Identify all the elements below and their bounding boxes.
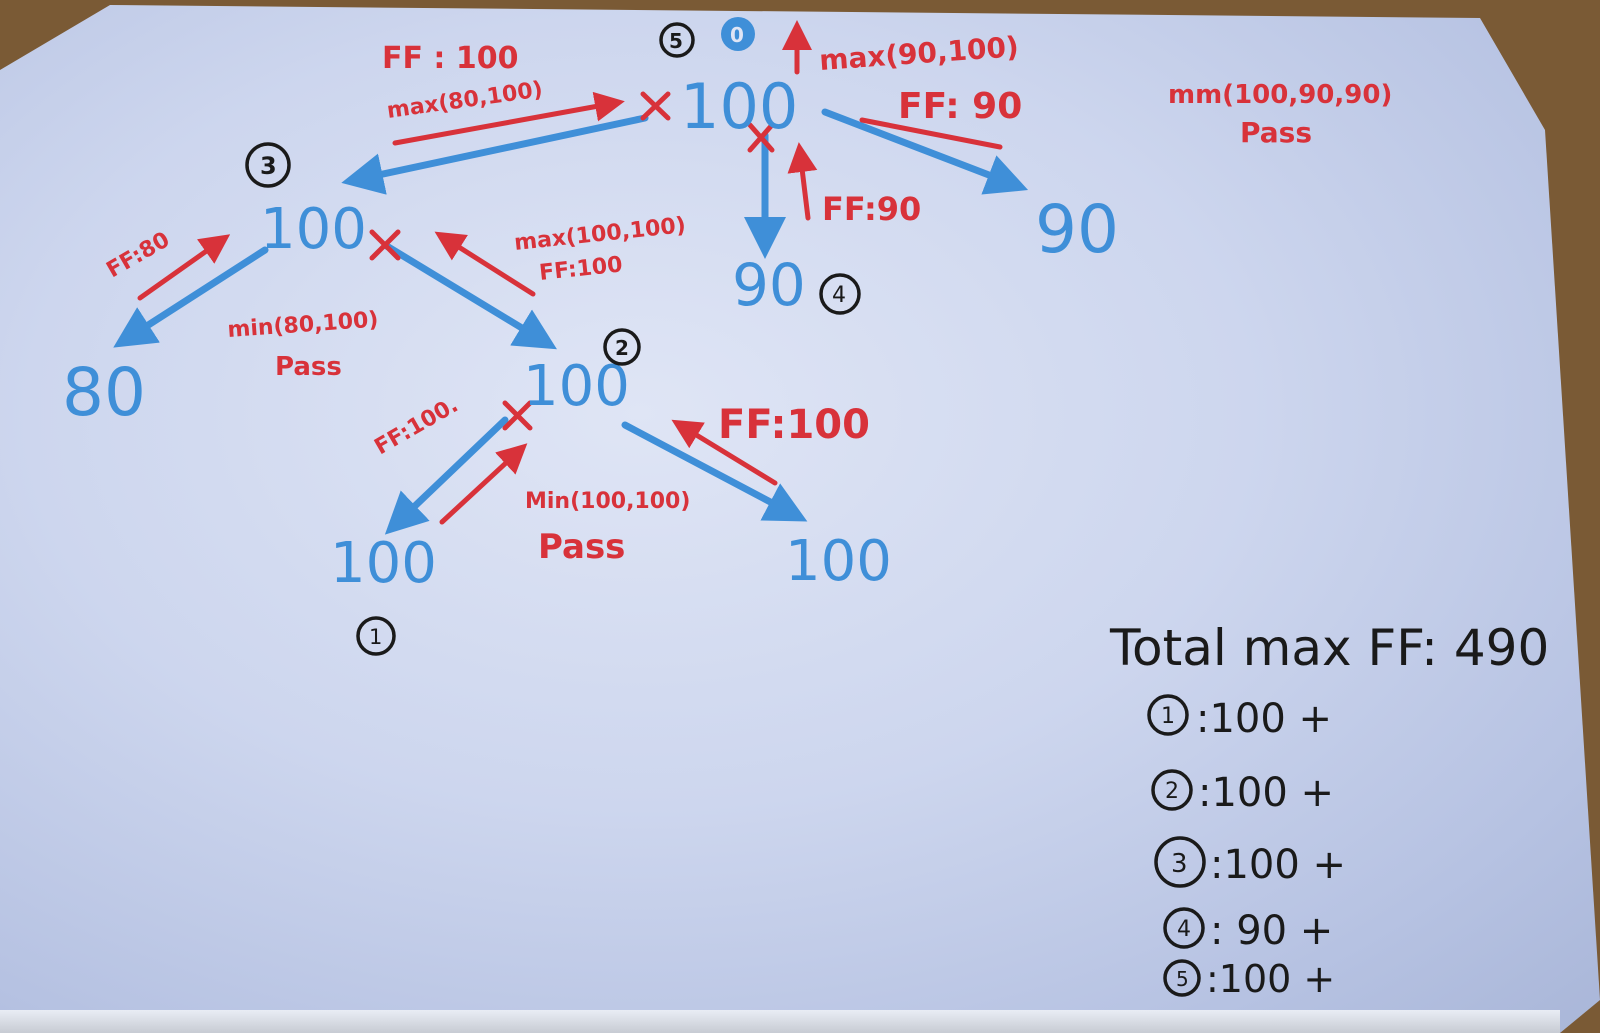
annotation-ff-top-right: FF: 90 xyxy=(898,86,1022,127)
node-root-value: 100 xyxy=(680,70,798,143)
svg-text:4: 4 xyxy=(832,283,846,308)
svg-text:5: 5 xyxy=(669,29,683,53)
annotation-pass-left: Pass xyxy=(275,352,342,382)
step-marker-3: 3 xyxy=(245,142,291,188)
summary-line-2: 2 :100 + xyxy=(1151,769,1334,816)
svg-text:5: 5 xyxy=(1176,967,1189,991)
annotation-ff-n2-right: FF:100 xyxy=(718,402,870,448)
step-marker-0: 0 xyxy=(721,17,755,51)
edge-n2-to-leaf1 xyxy=(384,416,509,535)
red-arrow-to-n3-right xyxy=(434,231,536,297)
red-line-right xyxy=(859,117,1003,150)
node-leaf1-value: 100 xyxy=(330,531,437,596)
node-n2-value: 100 xyxy=(523,354,630,419)
summary-line-1: 1 :100 + xyxy=(1147,694,1332,742)
annotation-min-bottom: Min(100,100) xyxy=(525,489,690,514)
annotation-ff-middle: FF:90 xyxy=(822,190,921,228)
step-marker-1: 1 xyxy=(356,616,396,656)
whiteboard-tray xyxy=(0,1010,1560,1033)
cross-root-left xyxy=(640,91,671,121)
annotation-ff-n2-left: FF:100. xyxy=(371,393,463,461)
svg-text:0: 0 xyxy=(730,23,744,47)
cross-n3 xyxy=(369,229,401,261)
svg-text::100 +: :100 + xyxy=(1206,957,1335,1001)
node-right-value: 90 xyxy=(1035,191,1119,268)
red-arrow-up-from-n4 xyxy=(787,142,818,221)
svg-text:3: 3 xyxy=(260,152,277,180)
annotation-ff-top-left: FF : 100 xyxy=(382,41,519,76)
annotation-max-mid: max(100,100) xyxy=(513,213,687,256)
annotation-max-top-right: max(90,100) xyxy=(818,30,1020,77)
svg-text::100 +: :100 + xyxy=(1210,842,1346,888)
edge-n3-to-n2 xyxy=(381,241,557,350)
edge-n3-to-80 xyxy=(113,246,269,348)
edge-root-to-n3 xyxy=(341,114,649,195)
annotation-min-left: min(80,100) xyxy=(227,308,380,343)
red-arrow-to-n3-left xyxy=(137,234,231,301)
node-leaf-right-value: 100 xyxy=(785,529,892,594)
svg-text:2: 2 xyxy=(1165,779,1179,804)
summary-line-5: 5 :100 + xyxy=(1163,957,1335,1001)
step-marker-5: 5 xyxy=(659,22,695,58)
annotation-ff-left: FF:80 xyxy=(103,227,175,283)
svg-text:1: 1 xyxy=(1161,704,1175,729)
annotation-pass-corner: Pass xyxy=(1240,116,1312,149)
svg-text::100 +: :100 + xyxy=(1198,770,1334,816)
svg-text:3: 3 xyxy=(1171,849,1188,879)
red-arrow-to-n2-right xyxy=(671,419,778,486)
cross-root-bottom xyxy=(747,122,775,153)
node-n3-value: 100 xyxy=(260,197,367,262)
annotation-pass-bottom: Pass xyxy=(538,527,625,567)
svg-text:: 90 +: : 90 + xyxy=(1210,908,1333,954)
summary-line-4: 4 : 90 + xyxy=(1163,907,1333,954)
svg-text:2: 2 xyxy=(615,336,629,360)
edge-n2-to-leaf-right xyxy=(621,421,808,522)
red-arrow-to-root xyxy=(392,91,625,146)
svg-text:1: 1 xyxy=(369,625,382,649)
summary-line-3: 3 :100 + xyxy=(1154,836,1346,888)
edge-root-to-right xyxy=(821,108,1029,195)
step-marker-4: 4 xyxy=(819,273,861,315)
svg-text:4: 4 xyxy=(1177,917,1191,942)
cross-n2 xyxy=(502,400,533,431)
node-80-value: 80 xyxy=(62,354,146,431)
red-arrow-to-n2-left xyxy=(439,443,528,525)
annotation-mm-corner: mm(100,90,90) xyxy=(1168,80,1392,110)
step-marker-2: 2 xyxy=(603,328,641,366)
annotation-max-top-left: max(80,100) xyxy=(385,77,544,124)
svg-text::100 +: :100 + xyxy=(1196,696,1332,742)
summary-title: Total max FF: 490 xyxy=(1109,619,1549,677)
node-n4-value: 90 xyxy=(732,251,806,319)
annotation-ff-mid: FF:100 xyxy=(538,252,624,286)
